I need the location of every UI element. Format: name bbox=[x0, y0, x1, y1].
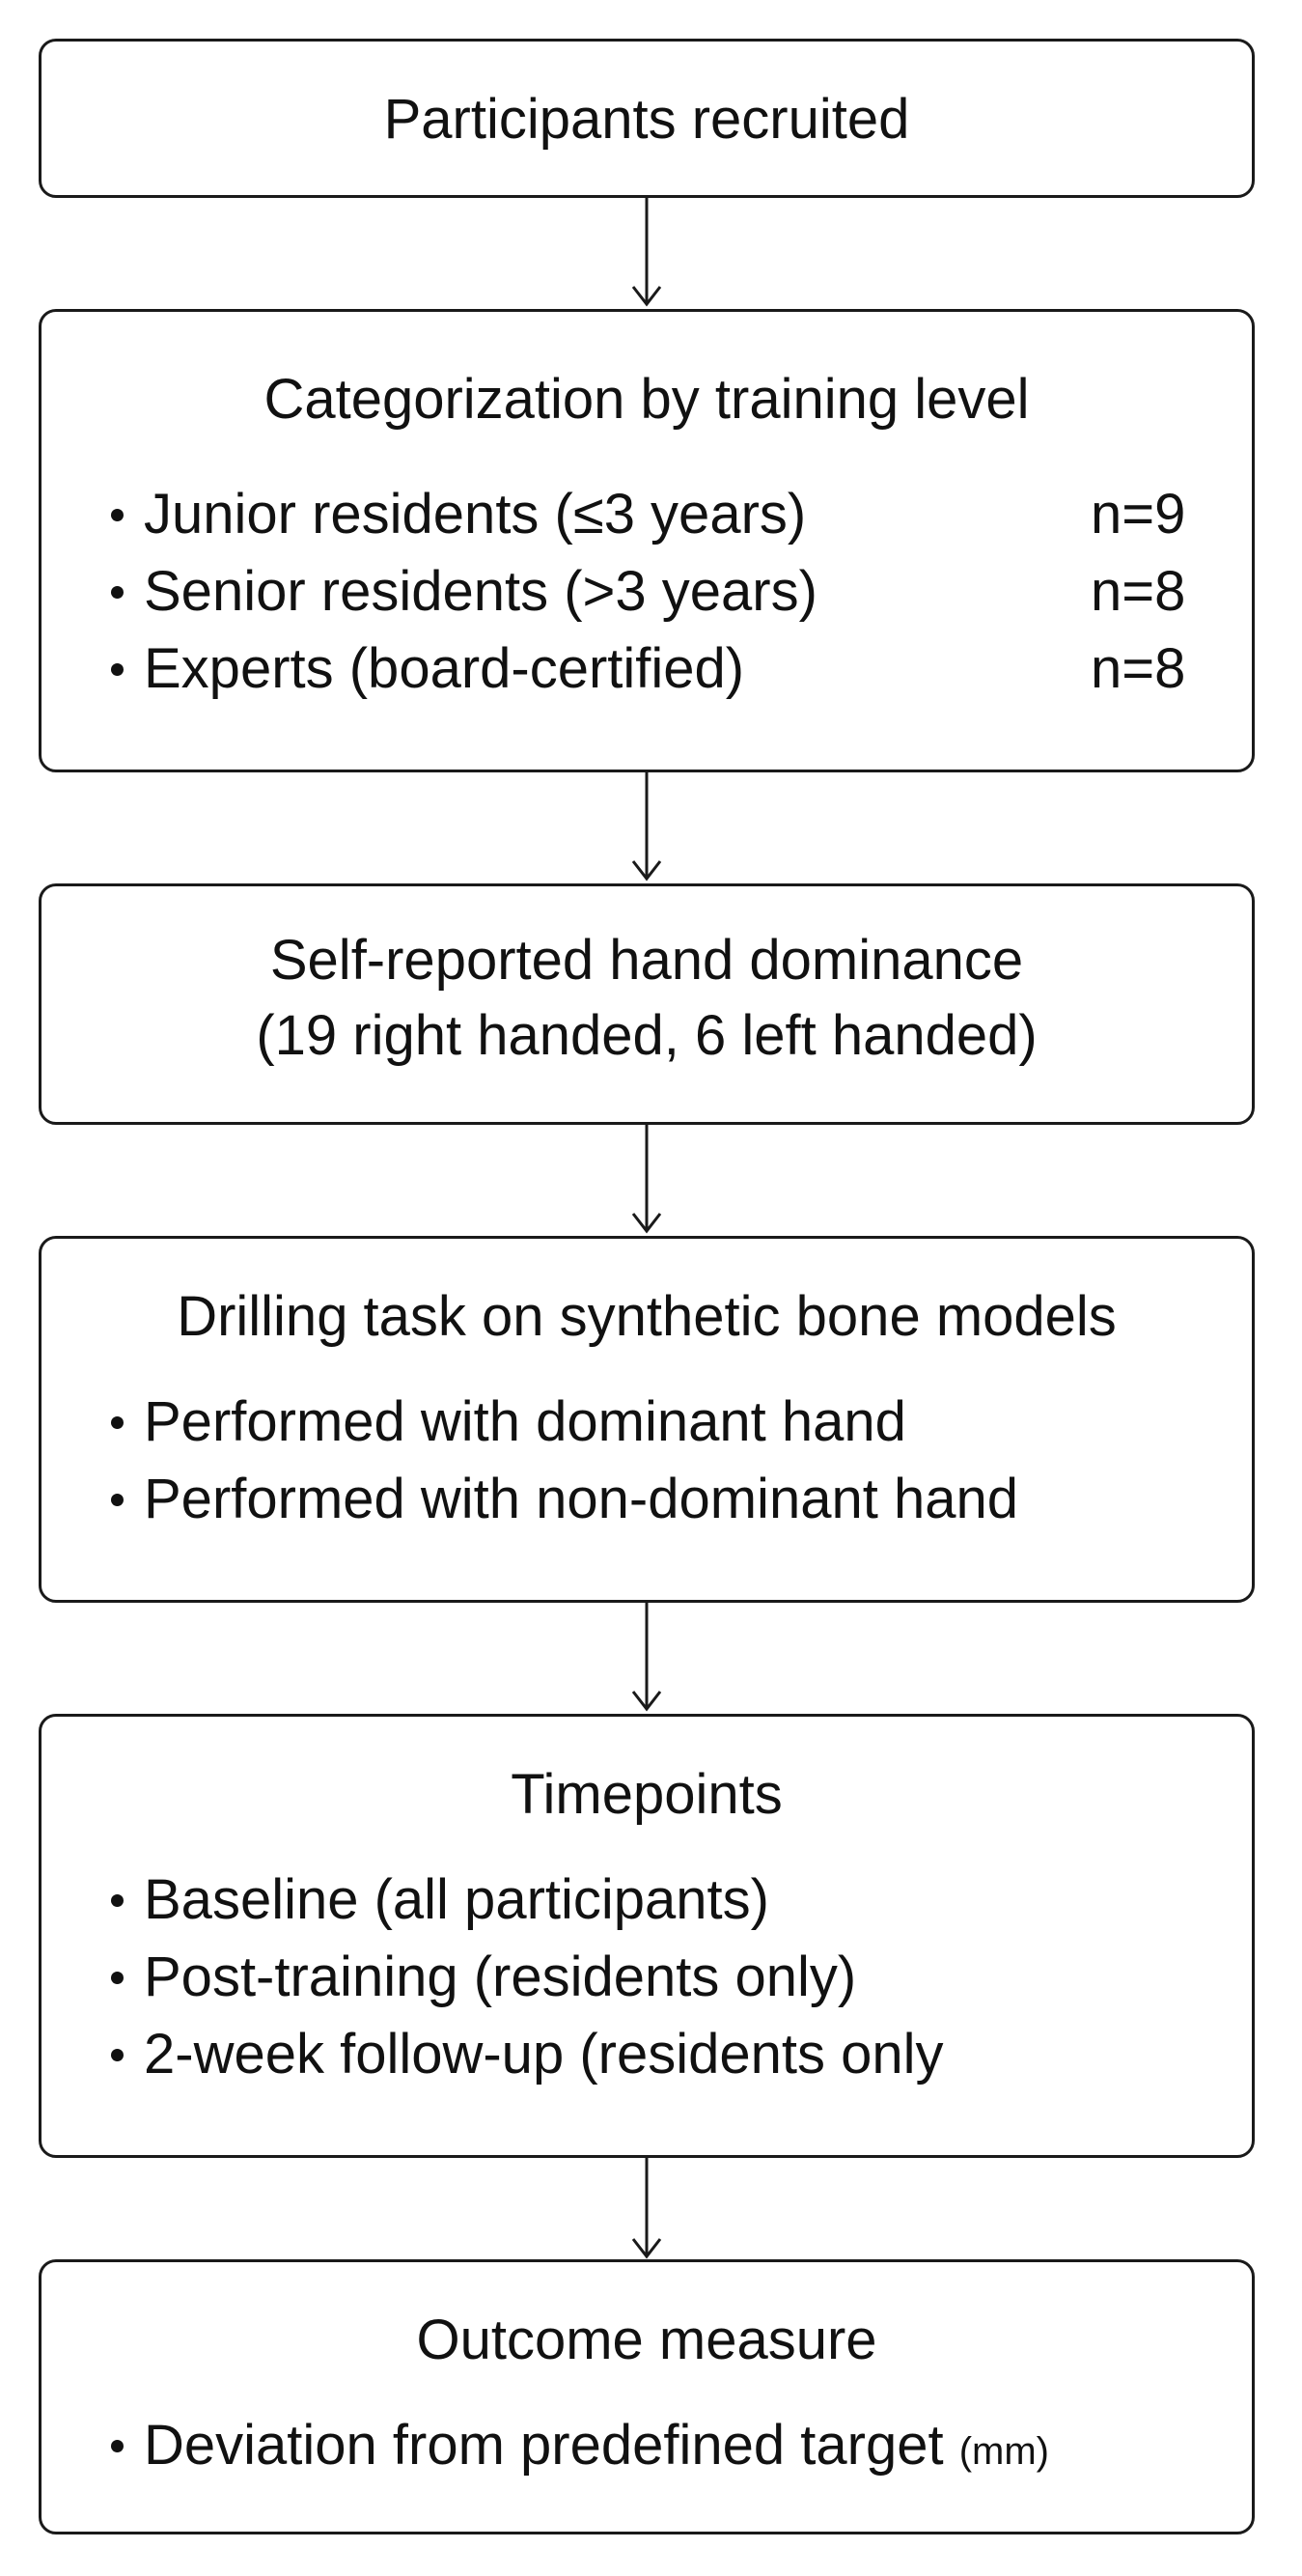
item-count: n=8 bbox=[1091, 637, 1186, 700]
step-hand-dominance: Self-reported hand dominance (19 right h… bbox=[39, 883, 1255, 1125]
flow-arrow bbox=[618, 2158, 676, 2259]
item-count: n=8 bbox=[1091, 560, 1186, 623]
flow-arrow bbox=[618, 1125, 676, 1236]
bullet-list: Junior residents (≤3 years) n=9 Senior r… bbox=[111, 476, 1221, 708]
list-item: Senior residents (>3 years) n=8 bbox=[111, 553, 1221, 630]
item-label: Deviation from predefined target (mm) bbox=[144, 2407, 1049, 2490]
item-label: Junior residents (≤3 years) bbox=[144, 483, 807, 546]
flow-arrow bbox=[618, 1603, 676, 1714]
step-title: Categorization by training level bbox=[263, 368, 1030, 431]
step-drilling-task: Drilling task on synthetic bone models P… bbox=[39, 1236, 1255, 1603]
flow-arrow bbox=[618, 772, 676, 883]
list-item: Performed with dominant hand bbox=[111, 1384, 1221, 1461]
item-label: 2-week follow-up (residents only bbox=[144, 2023, 944, 2086]
step-timepoints: Timepoints Baseline (all participants) P… bbox=[39, 1714, 1255, 2158]
item-count: n=9 bbox=[1091, 483, 1186, 546]
list-item: Junior residents (≤3 years) n=9 bbox=[111, 476, 1221, 553]
item-label: Performed with non-dominant hand bbox=[144, 1468, 1018, 1530]
step-categorization: Categorization by training level Junior … bbox=[39, 309, 1255, 772]
bullet-icon bbox=[111, 509, 124, 521]
list-item: Experts (board-certified) n=8 bbox=[111, 630, 1221, 708]
bullet-list: Performed with dominant hand Performed w… bbox=[111, 1384, 1221, 1538]
step-title-line: Self-reported hand dominance bbox=[269, 929, 1024, 992]
step-participants-recruited: Participants recruited bbox=[39, 39, 1255, 198]
bullet-icon bbox=[111, 1416, 124, 1429]
bullet-list: Baseline (all participants) Post-trainin… bbox=[111, 1862, 1221, 2093]
item-label: Post-training (residents only) bbox=[144, 1946, 857, 2008]
list-item: Performed with non-dominant hand bbox=[111, 1461, 1221, 1538]
list-item: Baseline (all participants) bbox=[111, 1862, 1221, 1939]
step-outcome-measure: Outcome measure Deviation from predefine… bbox=[39, 2259, 1255, 2534]
step-title: Timepoints bbox=[511, 1763, 783, 1826]
item-label: Experts (board-certified) bbox=[144, 637, 745, 700]
list-item: Deviation from predefined target (mm) bbox=[111, 2407, 1221, 2484]
bullet-icon bbox=[111, 586, 124, 599]
bullet-icon bbox=[111, 1494, 124, 1506]
step-title: Participants recruited bbox=[383, 88, 910, 151]
bullet-icon bbox=[111, 1972, 124, 1984]
item-label: Performed with dominant hand bbox=[144, 1390, 906, 1453]
item-label: Baseline (all participants) bbox=[144, 1868, 769, 1931]
bullet-icon bbox=[111, 2049, 124, 2061]
step-title: Self-reported hand dominance (19 right h… bbox=[42, 886, 1252, 1074]
item-unit: (mm) bbox=[958, 2430, 1049, 2473]
bullet-icon bbox=[111, 663, 124, 676]
list-item: 2-week follow-up (residents only bbox=[111, 2016, 1221, 2093]
step-title: Drilling task on synthetic bone models bbox=[177, 1285, 1117, 1348]
step-title: Outcome measure bbox=[416, 2309, 877, 2371]
flow-arrow bbox=[618, 198, 676, 309]
list-item: Post-training (residents only) bbox=[111, 1939, 1221, 2016]
step-title-line: (19 right handed, 6 left handed) bbox=[256, 1004, 1038, 1067]
bullet-icon bbox=[111, 2440, 124, 2452]
bullet-list: Deviation from predefined target (mm) bbox=[111, 2407, 1221, 2484]
item-text: Deviation from predefined target bbox=[144, 2414, 944, 2477]
item-label: Senior residents (>3 years) bbox=[144, 560, 817, 623]
bullet-icon bbox=[111, 1894, 124, 1907]
